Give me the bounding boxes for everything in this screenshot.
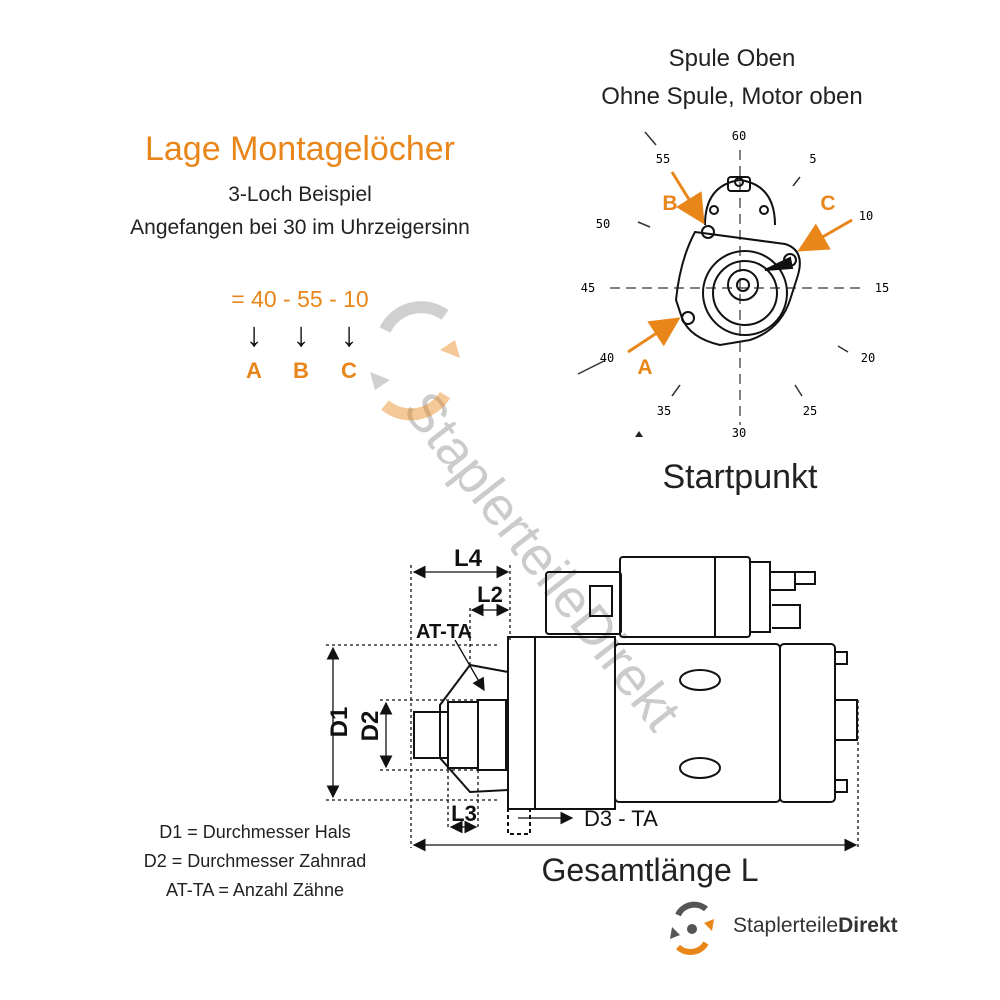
dim-d2-label: D2 — [357, 711, 384, 742]
tick-label: 20 — [861, 351, 875, 365]
dimension-lines — [326, 565, 859, 852]
legend-d1: D1 = Durchmesser Hals — [159, 822, 351, 842]
tick-label: 25 — [803, 404, 817, 418]
gear-arrows-logo-icon — [670, 901, 714, 955]
brand-name-bold: Direkt — [838, 914, 898, 937]
legend-at-ta: AT-TA = Anzahl Zähne — [166, 880, 344, 900]
arrow-down-icon: ↓ — [245, 316, 263, 354]
tick-label: 35 — [657, 404, 671, 418]
tick-label: 30 — [732, 426, 746, 440]
tick-label: 60 — [732, 129, 746, 143]
dim-d3-label: D3 - TA — [584, 806, 658, 831]
dim-l4-label: L4 — [454, 545, 483, 572]
total-length-label: Gesamtlänge L — [541, 852, 759, 888]
sequence-letter-a: A — [246, 358, 262, 383]
hole-sequence: = 40 - 55 - 10 — [231, 286, 369, 312]
tick-label: 15 — [875, 281, 889, 295]
arrow-down-icon: ↓ — [292, 316, 310, 354]
mounting-holes-title: Lage Montagelöcher — [144, 130, 455, 168]
no-coil-caption: Ohne Spule, Motor oben — [601, 83, 863, 110]
brand-name: StaplerteileDirekt — [733, 914, 898, 938]
dim-l2-label: L2 — [477, 582, 503, 607]
arrow-down-icon: ↓ — [340, 316, 358, 354]
watermark-logo-icon — [370, 301, 460, 421]
start-point-label: Startpunkt — [662, 458, 818, 496]
clock-diagram: 60 5 10 15 20 25 30 35 40 45 50 55 — [577, 129, 889, 440]
tick-label: 45 — [581, 281, 595, 295]
brand-name-regular: Staplerteile — [733, 914, 839, 937]
tick-label: 10 — [859, 209, 873, 223]
tick-label: 55 — [656, 152, 670, 166]
starter-side-view — [413, 556, 858, 835]
tick-label: 50 — [596, 217, 610, 231]
sequence-letter-b: B — [293, 358, 309, 383]
hole-label-a: A — [637, 356, 652, 379]
coil-top-caption: Spule Oben — [668, 45, 796, 72]
dim-at-ta-label: AT-TA — [416, 621, 472, 643]
sequence-letter-c: C — [341, 358, 357, 383]
direction-subtitle: Angefangen bei 30 im Uhrzeigersinn — [130, 216, 470, 239]
hole-label-c: C — [820, 192, 835, 215]
starter-front-view — [674, 176, 801, 347]
legend-d2: D2 = Durchmesser Zahnrad — [143, 851, 367, 871]
dim-l3-label: L3 — [451, 801, 477, 826]
tick-label: 40 — [600, 351, 614, 365]
tick-label: 5 — [809, 152, 816, 166]
dim-d1-label: D1 — [326, 707, 353, 738]
example-subtitle: 3-Loch Beispiel — [228, 183, 372, 206]
hole-label-b: B — [662, 192, 677, 215]
